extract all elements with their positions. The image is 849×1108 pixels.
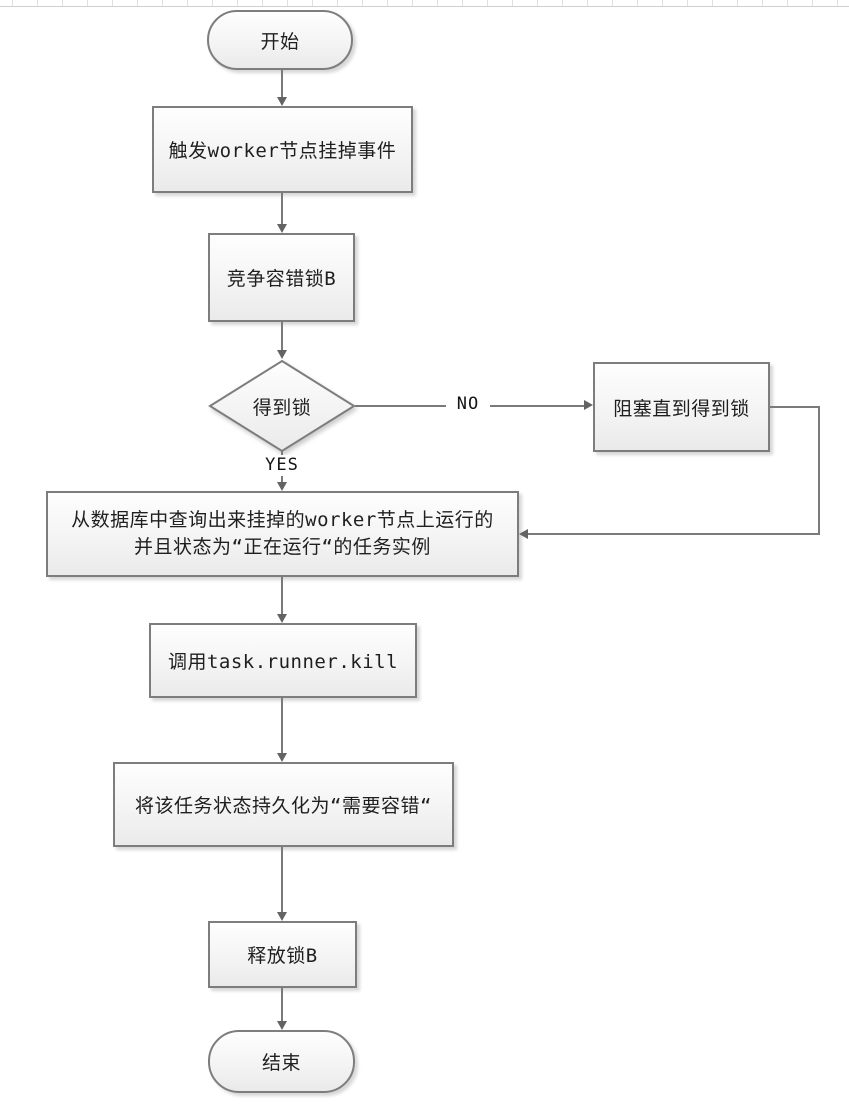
arrowhead-down-icon (277, 482, 287, 491)
arrowhead-down-icon (277, 614, 287, 623)
flow-node-got-lock-decision: 得到锁 (207, 359, 357, 453)
edge-block-loop-segment-left (528, 533, 820, 535)
arrowhead-left-icon (519, 529, 528, 539)
node-label: 触发worker节点挂掉事件 (168, 140, 397, 162)
edge-persist-to-release (281, 847, 283, 913)
edge-block-loop-segment-down (818, 406, 820, 535)
arrowhead-down-icon (277, 350, 287, 359)
flow-node-block-until-lock: 阻塞直到得到锁 (593, 362, 770, 452)
edge-compete-to-decision (281, 322, 283, 351)
arrowhead-down-icon (277, 912, 287, 921)
ruler-strip (0, 0, 849, 7)
node-label: 开始 (260, 30, 300, 53)
node-label: 释放锁B (247, 945, 318, 967)
node-label: 调用task.runner.kill (167, 651, 399, 673)
flow-node-release-lock: 释放锁B (208, 921, 357, 988)
flow-node-persist-need-fault-tolerance: 将该任务状态持久化为“需要容错“ (113, 762, 454, 847)
node-label: 竞争容错锁B (226, 268, 337, 290)
flow-node-call-task-runner-kill: 调用task.runner.kill (149, 623, 417, 698)
flow-node-end: 结束 (208, 1030, 355, 1093)
edge-query-to-kill (281, 577, 283, 615)
edge-release-to-end (281, 988, 283, 1022)
arrowhead-right-icon (584, 400, 593, 410)
edge-start-to-trigger (281, 70, 283, 98)
arrowhead-down-icon (277, 97, 287, 106)
node-label: 阻塞直到得到锁 (613, 397, 750, 420)
node-label: 将该任务状态持久化为“需要容错“ (135, 795, 432, 817)
node-label: 得到锁 (252, 396, 312, 419)
arrowhead-down-icon (277, 1021, 287, 1030)
edge-block-loop-segment-right (770, 406, 820, 408)
edge-trigger-to-compete (281, 193, 283, 225)
edge-kill-to-persist (281, 698, 283, 754)
flow-node-query-running-task-instances: 从数据库中查询出来挂掉的worker节点上运行的 并且状态为“正在运行“的任务实… (46, 491, 519, 577)
edge-label-no: NO (446, 394, 490, 415)
arrowhead-down-icon (277, 753, 287, 762)
edge-label-yes: YES (255, 455, 309, 476)
flow-node-start: 开始 (207, 10, 353, 70)
node-label: 从数据库中查询出来挂掉的worker节点上运行的 并且状态为“正在运行“的任务实… (71, 509, 494, 558)
flow-node-trigger-worker-down-event: 触发worker节点挂掉事件 (152, 106, 413, 193)
flow-node-compete-fault-tolerance-lock: 竞争容错锁B (208, 233, 355, 322)
node-label: 结束 (261, 1052, 301, 1074)
arrowhead-down-icon (277, 224, 287, 233)
